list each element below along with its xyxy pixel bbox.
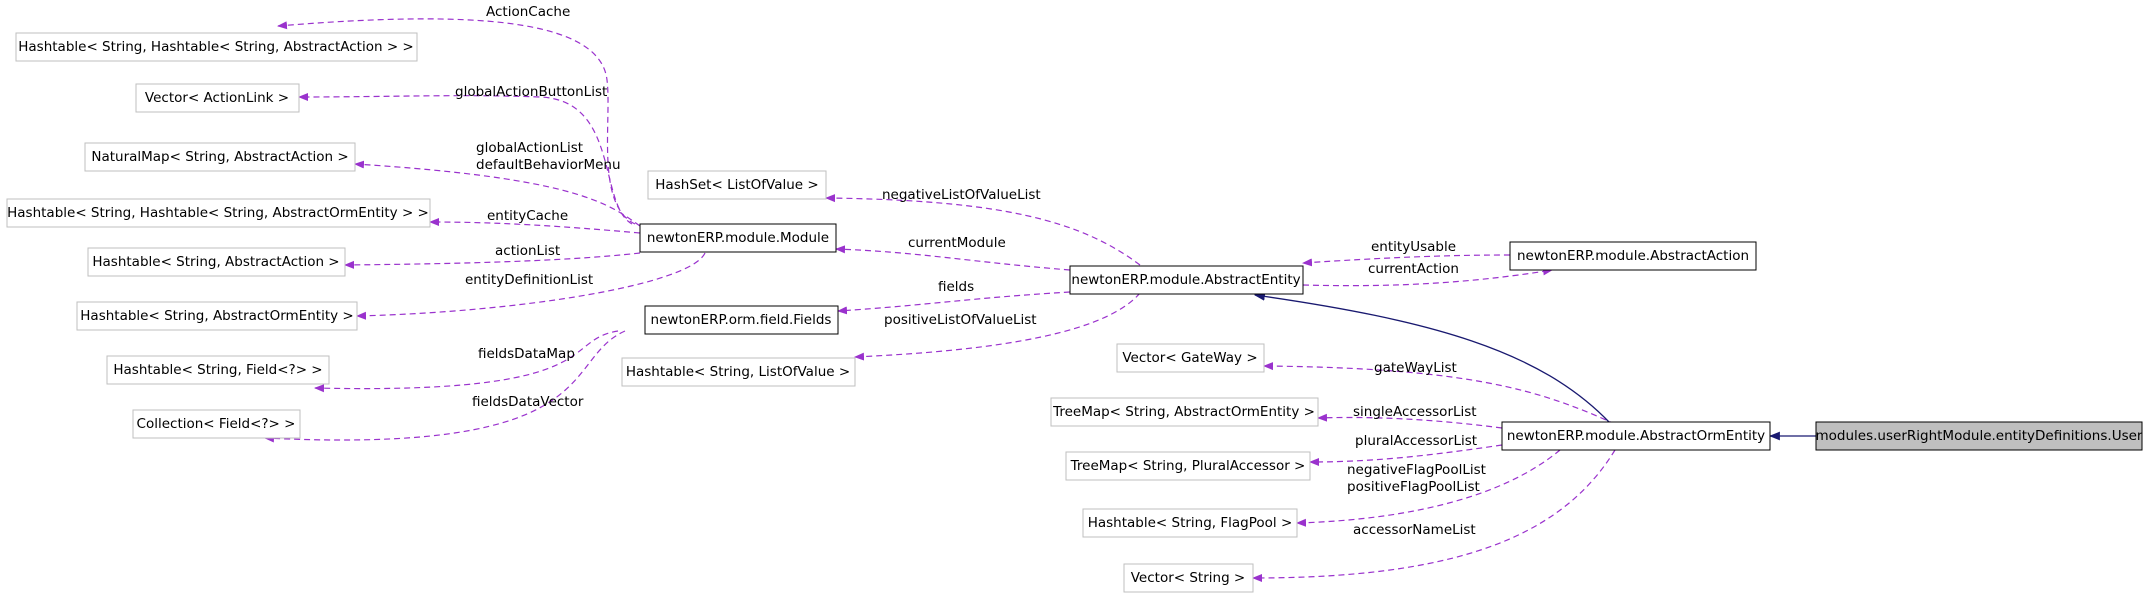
label-negative-flag-pool-list: negativeFlagPoolList [1347, 462, 1486, 478]
edge-fields-data-vector [264, 330, 626, 443]
edge-entity-usable [1302, 254, 1511, 267]
label-negative-list-of-value-list: negativeListOfValueList [882, 187, 1041, 203]
edge-accessor-name-list [1252, 449, 1616, 582]
edge-current-module [835, 245, 1071, 271]
label-current-action: currentAction [1368, 261, 1459, 277]
label-entity-usable: entityUsable [1371, 239, 1456, 255]
label-default-behavior-menu: defaultBehaviorMenu [476, 157, 621, 173]
node-hashtable-field: Hashtable< String, Field<?> > [113, 362, 322, 378]
node-naturalmap-action: NaturalMap< String, AbstractAction > [91, 149, 348, 165]
label-fields-data-map: fieldsDataMap [478, 346, 575, 362]
edge-positive-list-of-value-list [854, 292, 1141, 361]
node-treemap-pluralaccessor: TreeMap< String, PluralAccessor > [1070, 458, 1306, 474]
node-module[interactable]: newtonERP.module.Module [647, 230, 829, 246]
label-entity-definition-list: entityDefinitionList [465, 272, 593, 288]
node-treemap-ormentity: TreeMap< String, AbstractOrmEntity > [1052, 404, 1315, 420]
node-hashtable-entitycache: Hashtable< String, Hashtable< String, Ab… [7, 205, 429, 221]
label-global-action-button-list: globalActionButtonList [455, 84, 607, 100]
edge-fields-data-map [314, 330, 619, 393]
label-action-list: actionList [495, 243, 560, 259]
node-vector-actionlink: Vector< ActionLink > [145, 90, 289, 106]
label-positive-list-of-value-list: positiveListOfValueList [884, 312, 1037, 328]
edge-current-action [1302, 267, 1553, 287]
node-hashtable-actioncache: Hashtable< String, Hashtable< String, Ab… [18, 39, 414, 55]
label-gateway-list: gateWayList [1374, 360, 1457, 376]
node-hashtable-action: Hashtable< String, AbstractAction > [92, 254, 339, 270]
edge-single-accessor-list [1317, 413, 1503, 429]
edge-entity-definition-list [356, 252, 706, 320]
edge-negative-flag-pool-list [1296, 449, 1561, 527]
node-collection-field: Collection< Field<?> > [137, 416, 296, 432]
label-fields-data-vector: fieldsDataVector [472, 394, 584, 410]
edge-gateway-list [1263, 362, 1616, 425]
edge-fields [837, 291, 1071, 315]
node-hashtable-flagpool: Hashtable< String, FlagPool > [1088, 515, 1293, 531]
node-hashset-listofvalue: HashSet< ListOfValue > [655, 177, 818, 193]
edge-global-action-list [354, 160, 641, 227]
node-abstract-orm-entity[interactable]: newtonERP.module.AbstractOrmEntity [1507, 428, 1765, 444]
node-vector-gateway: Vector< GateWay > [1122, 350, 1257, 366]
label-positive-flag-pool-list: positiveFlagPoolList [1347, 479, 1480, 495]
node-vector-string: Vector< String > [1131, 570, 1246, 586]
label-single-accessor-list: singleAccessorList [1353, 404, 1477, 420]
node-user: modules.userRightModule.entityDefinition… [1816, 428, 2143, 444]
label-plural-accessor-list: pluralAccessorList [1355, 433, 1477, 449]
label-global-action-list: globalActionList [476, 140, 583, 156]
edge-negative-list-of-value-list [825, 194, 1141, 266]
edge-inherits-abstract-entity [1253, 292, 1611, 424]
label-current-module: currentModule [908, 235, 1006, 251]
label-entity-cache: entityCache [487, 208, 568, 224]
edge-global-action-button-list [298, 92, 633, 225]
label-action-cache: ActionCache [486, 4, 570, 20]
edge-action-list [344, 252, 641, 269]
node-hashtable-listofvalue: Hashtable< String, ListOfValue > [626, 364, 850, 380]
node-abstract-action[interactable]: newtonERP.module.AbstractAction [1517, 248, 1749, 264]
label-fields: fields [938, 279, 974, 295]
edge-plural-accessor-list [1309, 444, 1503, 466]
node-hashtable-ormentity: Hashtable< String, AbstractOrmEntity > [80, 308, 353, 324]
node-fields[interactable]: newtonERP.orm.field.Fields [651, 312, 832, 328]
edge-entity-cache [429, 218, 641, 234]
label-accessor-name-list: accessorNameList [1353, 522, 1476, 538]
node-abstract-entity[interactable]: newtonERP.module.AbstractEntity [1071, 272, 1300, 288]
